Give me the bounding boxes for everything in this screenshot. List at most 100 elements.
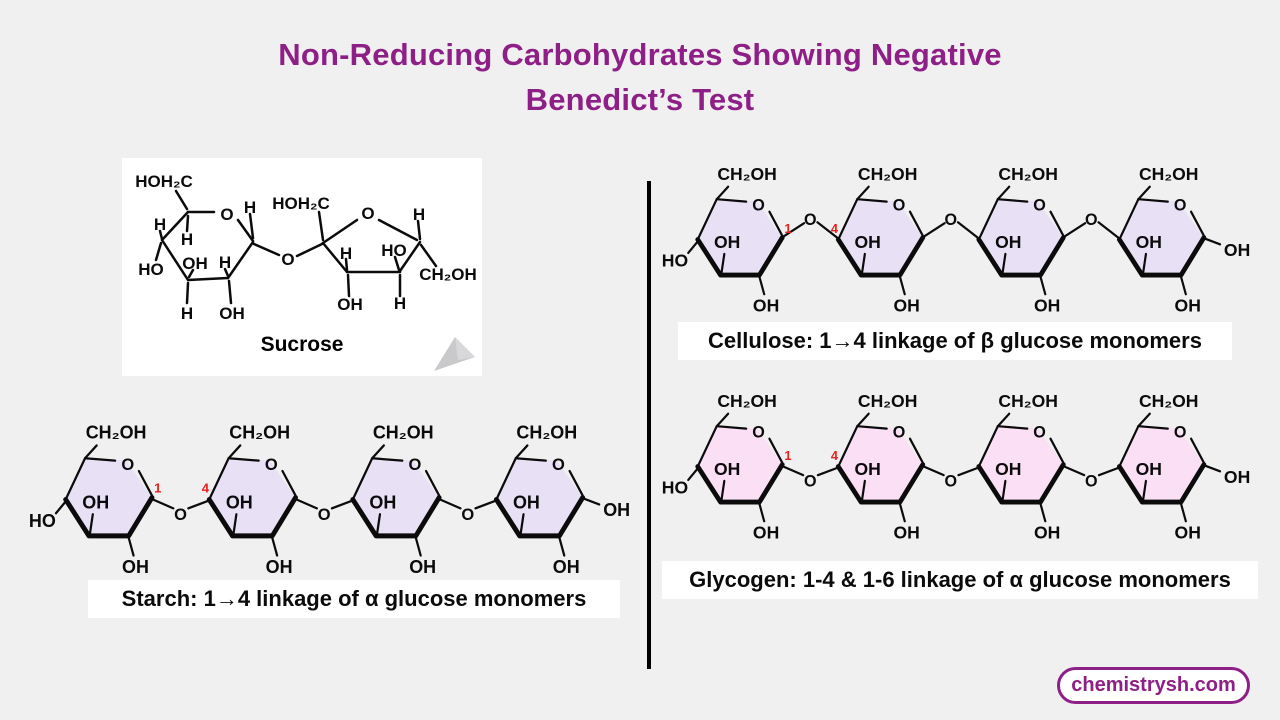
page-curl-icon bbox=[434, 337, 475, 371]
svg-text:OH: OH bbox=[603, 500, 630, 520]
glycogen-caption: Glycogen: 1-4 & 1-6 linkage of α glucose… bbox=[662, 561, 1258, 599]
svg-text:OH: OH bbox=[1034, 522, 1060, 542]
svg-text:OH: OH bbox=[553, 557, 580, 577]
sucrose-label: Sucrose bbox=[260, 333, 344, 356]
svg-text:4: 4 bbox=[831, 221, 839, 236]
svg-text:O: O bbox=[265, 455, 278, 474]
cellulose-caption: Cellulose: 1→4 linkage of β glucose mono… bbox=[678, 322, 1232, 360]
svg-text:1: 1 bbox=[784, 448, 791, 463]
svg-text:H: H bbox=[181, 230, 193, 249]
svg-text:OH: OH bbox=[337, 295, 363, 314]
svg-text:4: 4 bbox=[831, 448, 839, 463]
svg-text:O: O bbox=[804, 473, 817, 491]
svg-text:HO: HO bbox=[29, 511, 56, 531]
svg-text:O: O bbox=[1085, 211, 1098, 229]
svg-text:HOH₂C: HOH₂C bbox=[272, 194, 330, 213]
svg-text:O: O bbox=[174, 505, 187, 524]
page-title: Non-Reducing Carbohydrates Showing Negat… bbox=[0, 32, 1280, 122]
svg-text:O: O bbox=[461, 505, 474, 524]
svg-text:OH: OH bbox=[1175, 522, 1201, 542]
svg-text:H: H bbox=[154, 215, 166, 234]
svg-text:H: H bbox=[244, 198, 256, 217]
svg-text:OH: OH bbox=[995, 459, 1021, 479]
svg-text:HOH₂C: HOH₂C bbox=[135, 172, 193, 191]
watermark-text: chemistrysh.com bbox=[1071, 674, 1236, 696]
svg-text:OH: OH bbox=[266, 557, 293, 577]
svg-text:H: H bbox=[219, 253, 231, 272]
svg-text:HO: HO bbox=[138, 260, 164, 279]
watermark-badge: chemistrysh.com bbox=[1057, 667, 1250, 704]
svg-text:OH: OH bbox=[82, 492, 109, 512]
svg-text:CH₂OH: CH₂OH bbox=[229, 422, 290, 442]
svg-text:OH: OH bbox=[219, 304, 245, 323]
svg-text:O: O bbox=[804, 211, 817, 229]
svg-text:CH₂OH: CH₂OH bbox=[1139, 391, 1199, 411]
svg-text:CH₂OH: CH₂OH bbox=[998, 391, 1058, 411]
svg-text:O: O bbox=[893, 424, 906, 442]
page-title-line1: Non-Reducing Carbohydrates Showing Negat… bbox=[278, 37, 1002, 72]
svg-text:HO: HO bbox=[381, 241, 407, 260]
svg-text:O: O bbox=[281, 250, 294, 269]
svg-text:CH₂OH: CH₂OH bbox=[717, 391, 777, 411]
svg-text:O: O bbox=[121, 455, 134, 474]
svg-text:HO: HO bbox=[662, 250, 688, 270]
svg-text:CH₂OH: CH₂OH bbox=[373, 422, 434, 442]
svg-text:OH: OH bbox=[995, 232, 1021, 252]
svg-text:O: O bbox=[945, 473, 958, 491]
svg-text:H: H bbox=[413, 205, 425, 224]
svg-text:OH: OH bbox=[1224, 240, 1250, 260]
svg-text:O: O bbox=[552, 455, 565, 474]
svg-text:OH: OH bbox=[182, 254, 208, 273]
svg-text:OH: OH bbox=[369, 492, 396, 512]
svg-text:OH: OH bbox=[893, 295, 919, 315]
svg-text:OH: OH bbox=[226, 492, 253, 512]
svg-text:CH₂OH: CH₂OH bbox=[858, 164, 918, 184]
svg-text:CH₂OH: CH₂OH bbox=[717, 164, 777, 184]
svg-text:1: 1 bbox=[784, 221, 791, 236]
svg-text:CH₂OH: CH₂OH bbox=[86, 422, 147, 442]
svg-text:HO: HO bbox=[662, 477, 688, 497]
svg-text:OH: OH bbox=[893, 522, 919, 542]
svg-text:OH: OH bbox=[122, 557, 149, 577]
svg-text:O: O bbox=[752, 424, 765, 442]
svg-text:OH: OH bbox=[409, 557, 436, 577]
svg-text:OH: OH bbox=[855, 232, 881, 252]
svg-text:OH: OH bbox=[1136, 232, 1162, 252]
svg-text:OH: OH bbox=[1175, 295, 1201, 315]
svg-text:OH: OH bbox=[855, 459, 881, 479]
svg-text:H: H bbox=[394, 294, 406, 313]
svg-text:H: H bbox=[340, 244, 352, 263]
svg-text:OH: OH bbox=[1034, 295, 1060, 315]
svg-text:O: O bbox=[893, 197, 906, 215]
svg-text:OH: OH bbox=[513, 492, 540, 512]
svg-text:CH₂OH: CH₂OH bbox=[419, 265, 477, 284]
svg-text:CH₂OH: CH₂OH bbox=[998, 164, 1058, 184]
page-title-line2: Benedict’s Test bbox=[525, 82, 755, 117]
cellulose-structure: OCH₂OHOHOHHOO1OCH₂OHOHOHO4OCH₂OHOHOHOOCH… bbox=[662, 164, 1251, 316]
svg-text:O: O bbox=[1085, 473, 1098, 491]
starch-caption: Starch: 1→4 linkage of α glucose monomer… bbox=[88, 580, 620, 618]
svg-text:O: O bbox=[1033, 424, 1046, 442]
svg-text:CH₂OH: CH₂OH bbox=[858, 391, 918, 411]
svg-text:CH₂OH: CH₂OH bbox=[516, 422, 577, 442]
svg-text:O: O bbox=[1033, 197, 1046, 215]
svg-text:O: O bbox=[408, 455, 421, 474]
svg-text:O: O bbox=[1174, 424, 1187, 442]
svg-text:O: O bbox=[361, 204, 374, 223]
svg-text:OH: OH bbox=[753, 295, 779, 315]
svg-text:1: 1 bbox=[154, 481, 161, 496]
svg-text:OH: OH bbox=[753, 522, 779, 542]
svg-text:H: H bbox=[181, 304, 193, 323]
svg-text:4: 4 bbox=[202, 481, 210, 496]
svg-text:OH: OH bbox=[714, 459, 740, 479]
vertical-divider bbox=[647, 181, 651, 669]
svg-text:CH₂OH: CH₂OH bbox=[1139, 164, 1199, 184]
svg-text:OH: OH bbox=[1224, 467, 1250, 487]
svg-text:O: O bbox=[945, 211, 958, 229]
svg-text:O: O bbox=[1174, 197, 1187, 215]
svg-text:OH: OH bbox=[1136, 459, 1162, 479]
